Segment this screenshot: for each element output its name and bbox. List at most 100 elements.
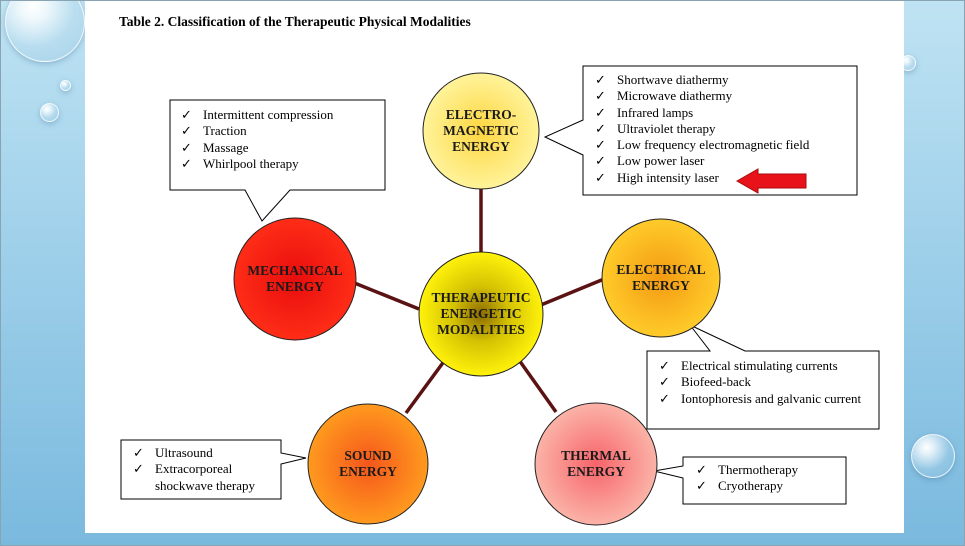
check-mark-icon: ✓	[595, 137, 606, 153]
list-item-text: Extracorporeal shockwave therapy	[155, 461, 255, 493]
node-mechanical-circle	[233, 217, 357, 341]
connector-mechanical	[351, 280, 420, 311]
node-thermal-line1: THERMAL	[561, 448, 631, 463]
check-mark-icon: ✓	[659, 390, 670, 406]
check-mark-icon: ✓	[595, 104, 606, 120]
check-mark-icon: ✓	[696, 462, 707, 477]
list-item: ✓High intensity laser	[595, 170, 850, 186]
list-item: ✓Shortwave diathermy	[595, 72, 850, 88]
node-electromagnetic-circle	[422, 72, 540, 190]
callout-sound-shape	[120, 439, 307, 500]
node-electromagnetic-line2: MAGNETIC	[443, 123, 519, 138]
list-item-text: Electrical stimulating currents	[681, 358, 838, 373]
connector-electrical	[535, 277, 605, 309]
node-sound-line1: SOUND	[344, 448, 392, 463]
node-mechanical-line2: ENERGY	[266, 279, 324, 294]
water-bubble-right	[911, 434, 955, 478]
node-electromagnetic-label: ELECTRO- MAGNETIC ENERGY	[423, 107, 539, 155]
node-center-circle	[418, 251, 544, 377]
check-mark-icon: ✓	[696, 478, 707, 494]
list-item-text: Intermittent compression	[203, 107, 334, 122]
callout-shapes	[120, 65, 880, 505]
node-center-label: THERAPEUTIC ENERGETIC MODALITIES	[418, 290, 544, 338]
callout-mechanical-shape	[169, 99, 386, 222]
table-title: Table 2. Classification of the Therapeut…	[119, 14, 471, 29]
list-mechanical: ✓ Intermittent compression ✓ Traction ✓ Mas…	[181, 107, 381, 172]
check-mark-icon: ✓	[181, 139, 192, 155]
node-sound-circle	[307, 403, 429, 525]
node-thermal-circle	[534, 402, 658, 526]
node-electrical-line1: ELECTRICAL	[616, 262, 706, 277]
check-mark-icon: ✓	[133, 461, 144, 477]
list-item: ✓ Ultrasound	[133, 445, 275, 461]
node-thermal-line2: ENERGY	[567, 464, 625, 479]
list-item: ✓ Iontophoresis and galvanic current	[659, 391, 869, 407]
list-item: ✓ Intermittent compression	[181, 107, 381, 123]
water-bubble-large	[5, 0, 85, 62]
list-item: ✓Microwave diathermy	[595, 88, 850, 104]
list-item-text: Massage	[203, 139, 249, 155]
check-mark-icon: ✓	[181, 155, 192, 171]
list-item: ✓ Biofeed-back	[659, 374, 869, 390]
list-electromagnetic: ✓Shortwave diathermy ✓Microwave diatherm…	[595, 72, 850, 186]
water-bubble-small	[40, 103, 59, 122]
list-item-text: Biofeed-back	[681, 374, 752, 390]
list-item: ✓ Low frequency electromagnetic field	[595, 137, 850, 153]
node-electrical-line2: ENERGY	[632, 278, 690, 293]
node-sound-label: SOUND ENERGY	[308, 448, 428, 480]
check-mark-icon: ✓	[659, 358, 670, 373]
list-item-text: Traction	[203, 123, 247, 139]
water-bubble-tiny	[60, 80, 71, 91]
list-item: ✓ Traction	[181, 123, 381, 139]
list-item-text: Microwave diathermy	[617, 88, 733, 104]
node-electromagnetic-line3: ENERGY	[452, 139, 510, 154]
list-item: ✓ Massage	[181, 140, 381, 156]
list-item-text: Shortwave diathermy	[617, 72, 729, 87]
list-item: ✓ Low power laser	[595, 153, 850, 169]
list-electrical: ✓ Electrical stimulating currents ✓ Biofee…	[659, 358, 869, 407]
connector-sound	[404, 358, 447, 415]
node-electrical-circle	[601, 218, 721, 338]
list-item: ✓ Whirlpool therapy	[181, 156, 381, 172]
check-mark-icon: ✓	[659, 374, 670, 390]
node-center-line1: THERAPEUTIC	[431, 290, 531, 305]
list-sound: ✓ Ultrasound ✓ Extracorporeal shockwave th…	[133, 445, 275, 494]
list-item-text: Low power laser	[617, 153, 705, 169]
list-item-text: Ultraviolet therapy	[617, 120, 716, 136]
check-mark-icon: ✓	[181, 107, 192, 122]
list-item-text: Whirlpool therapy	[203, 155, 299, 171]
node-sound-line2: ENERGY	[339, 464, 397, 479]
callout-thermal-shape	[653, 456, 847, 505]
connector-lines	[351, 189, 605, 415]
highlight-arrow-icon	[735, 168, 807, 194]
check-mark-icon: ✓	[595, 169, 606, 185]
node-electrical-label: ELECTRICAL ENERGY	[602, 262, 720, 294]
list-item: ✓ Thermotherapy	[696, 462, 836, 478]
list-item: ✓ Cryotherapy	[696, 478, 836, 494]
list-item: ✓ Ultraviolet therapy	[595, 121, 850, 137]
list-item-text: Infrared lamps	[617, 104, 694, 120]
list-item-text: Ultrasound	[155, 445, 213, 460]
connector-thermal	[517, 358, 558, 414]
check-mark-icon: ✓	[595, 120, 606, 136]
list-thermal: ✓ Thermotherapy ✓ Cryotherapy	[696, 462, 836, 495]
node-mechanical-line1: MECHANICAL	[247, 263, 343, 278]
list-item: ✓ Electrical stimulating currents	[659, 358, 869, 374]
callout-electromagnetic-shape	[543, 65, 858, 196]
list-item-text: Iontophoresis and galvanic current	[681, 390, 862, 406]
node-mechanical-label: MECHANICAL ENERGY	[234, 263, 356, 295]
list-item-text: Low frequency electromagnetic field	[617, 137, 810, 153]
list-item: ✓ Extracorporeal shockwave therapy	[133, 461, 275, 494]
list-item: ✓ Infrared lamps	[595, 105, 850, 121]
check-mark-icon: ✓	[181, 123, 192, 139]
node-electromagnetic-line1: ELECTRO-	[445, 107, 517, 122]
node-thermal-label: THERMAL ENERGY	[536, 448, 656, 480]
check-mark-icon: ✓	[595, 153, 606, 169]
list-item-text: Thermotherapy	[718, 462, 799, 477]
callout-electrical-shape	[646, 324, 880, 430]
check-mark-icon: ✓	[133, 445, 144, 460]
node-center-line2: ENERGETIC	[440, 306, 522, 321]
list-item-text: Cryotherapy	[718, 478, 783, 494]
node-center-line3: MODALITIES	[437, 322, 525, 337]
